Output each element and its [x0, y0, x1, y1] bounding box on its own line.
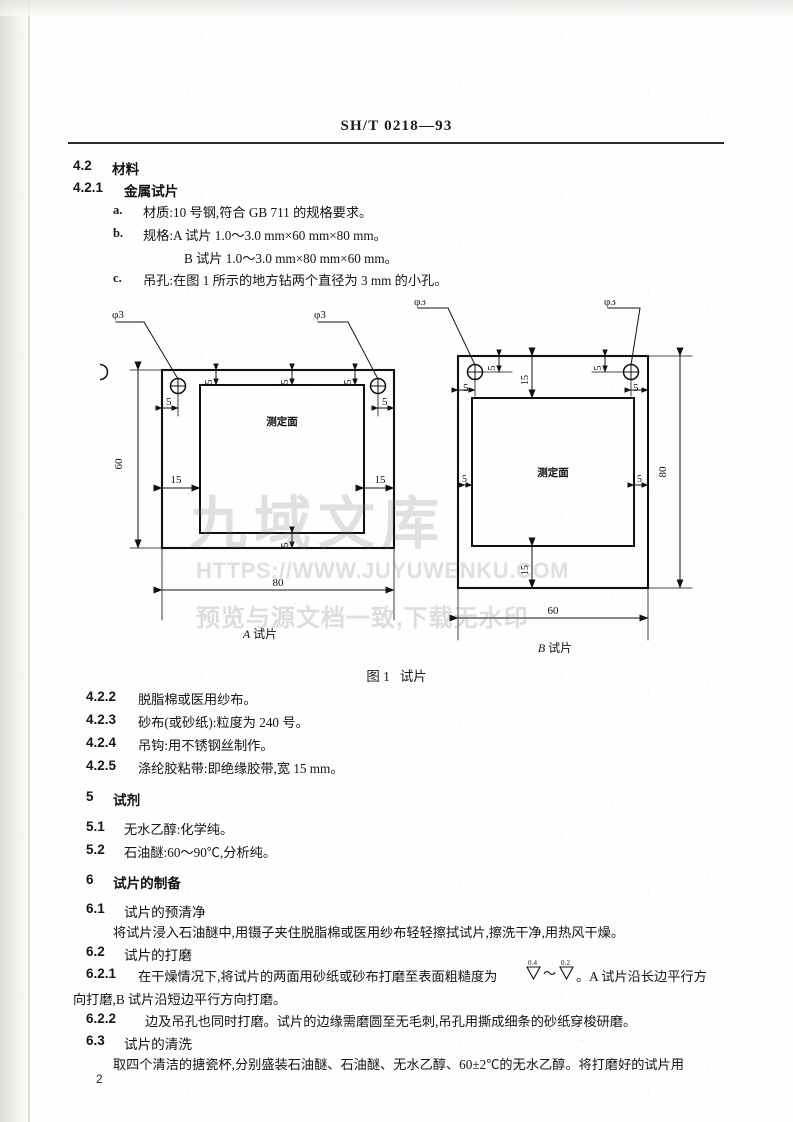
section-body-6-2-2: 边及吊孔也同时打磨。试片的边缘需磨圆至无毛刺,吊孔用撕成细条的砂纸穿梭研磨。	[145, 1014, 637, 1029]
list-item-letter-c: c.	[113, 271, 122, 285]
section-number-4-2-4: 4.2.4	[86, 735, 117, 750]
list-item-text-a: 材质:10 号钢,符合 GB 711 的规格要求。	[143, 205, 373, 220]
roughness-triangle-icon-1	[526, 966, 541, 980]
figure-1-test-specimens: φ3 φ3 φ3 φ3 60 80 15 15 5 5 5 5 5 5 测定面 …	[100, 300, 730, 660]
plate-b-hole-dia-left: φ3	[414, 300, 426, 308]
list-item-letter-a: a.	[113, 203, 123, 217]
section-number-5-2: 5.2	[86, 842, 105, 857]
section-body-6-3: 取四个清洁的搪瓷杯,分别盛装石油醚、石油醚、无水乙醇、60±2℃的无水乙醇。将打…	[113, 1057, 684, 1072]
section-title-6-3: 试片的清洗	[124, 1037, 192, 1052]
roughness-value-2: 0.2	[561, 959, 571, 967]
plate-b-margin-left-dim: 5	[462, 474, 467, 485]
plate-a-hole-edge-dim-2: 5	[343, 380, 354, 385]
plate-b-height-dim: 80	[657, 466, 669, 478]
plate-a-margin-top-dim: 5	[280, 380, 291, 385]
section-title-6-2: 试片的打磨	[124, 948, 192, 963]
section-number-4-2-5: 4.2.5	[86, 758, 117, 773]
scan-edge-shadow	[0, 0, 30, 1122]
scan-top-shadow	[0, 0, 793, 16]
plate-a-hole-dia-left: φ3	[112, 309, 124, 321]
list-item-text-b-line2: B 试片 1.0～3.0 mm×80 mm×60 mm。	[184, 251, 398, 266]
section-text-5-1: 无水乙醇:化学纯。	[124, 822, 234, 837]
section-body-6-2-1-line2: 向打磨,B 试片沿短边平行方向打磨。	[73, 992, 287, 1007]
section-title-6: 试片的制备	[113, 876, 181, 891]
section-number-4-2: 4.2	[73, 158, 92, 173]
roughness-value-1: 0.4	[528, 959, 538, 967]
list-item-letter-b: b.	[113, 226, 124, 240]
section-number-6-2: 6.2	[86, 944, 105, 959]
plate-b-width-dim: 60	[548, 605, 560, 617]
plate-b-hole-edge-dim-2: 5	[593, 366, 604, 371]
section-text-4-2-4: 吊钩:用不锈钢丝制作。	[138, 738, 274, 753]
scan-edge-line	[28, 0, 30, 1122]
plate-b-hole-offset-right: 5	[633, 382, 639, 394]
section-number-6-2-2: 6.2.2	[86, 1011, 117, 1026]
section-number-4-2-2: 4.2.2	[86, 689, 117, 704]
figure-caption: 图 1 试片	[366, 669, 427, 684]
section-title-4-2-1: 金属试片	[124, 184, 179, 199]
plate-a-hole-edge-dim-1: 5	[204, 380, 215, 385]
list-item-text-b: 规格:A 试片 1.0～3.0 mm×60 mm×80 mm。	[143, 228, 387, 243]
section-title-6-1: 试片的预清净	[124, 905, 206, 920]
section-title-4-2: 材料	[112, 162, 140, 177]
plate-b-hole-offset-left: 5	[463, 382, 469, 394]
list-item-text-c: 吊孔:在图 1 所示的地方钻两个直径为 3 mm 的小孔。	[143, 273, 448, 288]
section-text-4-2-3: 砂布(或砂纸):粒度为 240 号。	[138, 715, 309, 730]
plate-b-margin-right-dim: 5	[637, 474, 642, 485]
section-title-5: 试剂	[113, 793, 141, 808]
plate-b-hole-dia-right: φ3	[604, 300, 616, 308]
plate-a-margin-right-dim: 15	[375, 474, 387, 486]
plate-a-name: A 试片	[242, 626, 277, 641]
plate-a-height-dim: 60	[113, 458, 125, 470]
plate-a-hole-offset-left: 5	[166, 396, 172, 408]
section-number-5-1: 5.1	[86, 819, 105, 834]
page-number: 2	[96, 1072, 103, 1086]
plate-b-face-label: 测定面	[537, 466, 569, 479]
section-number-6-1: 6.1	[86, 901, 105, 916]
section-body-6-1: 将试片浸入石油醚中,用镊子夹住脱脂棉或医用纱布轻轻擦拭试片,擦洗干净,用热风干燥…	[113, 925, 625, 940]
plate-a-hole-offset-right: 5	[382, 396, 388, 408]
section-body-6-2-1-post: 。A 试片沿长边平行方	[576, 969, 707, 984]
plate-a-hole-dia-right: φ3	[314, 309, 326, 321]
plate-a-face-label: 测定面	[266, 415, 298, 428]
plate-b-margin-bottom-dim: 15	[520, 565, 531, 575]
plate-a-margin-bottom-dim: 5	[280, 543, 291, 548]
header-rule	[68, 142, 724, 144]
roughness-separator: ～	[543, 966, 557, 981]
section-body-6-2-1-pre: 在干燥情况下,将试片的两面用砂纸或砂布打磨至表面粗糙度为	[138, 969, 498, 984]
roughness-triangle-icon-2	[559, 966, 574, 980]
section-text-4-2-2: 脱脂棉或医用纱布。	[138, 692, 257, 707]
plate-b-margin-top-dim: 15	[520, 375, 531, 385]
section-text-4-2-5: 涤纶胶粘带:即绝缘胶带,宽 15 mm。	[138, 761, 344, 776]
section-number-6-3: 6.3	[86, 1033, 105, 1048]
plate-b-hole-edge-dim-1: 5	[487, 366, 498, 371]
plate-b-name: B 试片	[538, 640, 572, 655]
section-text-5-2: 石油醚:60～90℃,分析纯。	[124, 845, 277, 860]
plate-a-margin-left-dim: 15	[171, 474, 183, 486]
section-number-6-2-1: 6.2.1	[86, 966, 117, 981]
section-number-5: 5	[86, 789, 94, 804]
section-number-4-2-1: 4.2.1	[73, 180, 104, 195]
section-number-6: 6	[86, 872, 94, 887]
section-number-4-2-3: 4.2.3	[86, 712, 117, 727]
page-header-standard-number: SH/T 0218—93	[340, 118, 453, 134]
plate-a-width-dim: 80	[273, 577, 285, 589]
